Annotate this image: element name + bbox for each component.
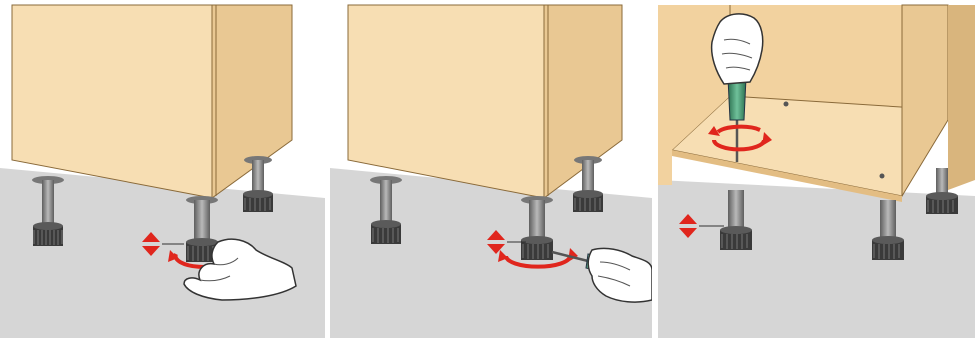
cabinet-right-edge <box>948 5 975 190</box>
cabinet-leg-front <box>521 196 553 260</box>
height-adjust-arrow-icon <box>679 214 724 238</box>
hand-icon <box>587 247 652 303</box>
step-2-panel <box>330 0 652 338</box>
cabinet-leg-front <box>186 196 218 262</box>
cabinet-leg <box>872 200 904 260</box>
rotation-arrow-icon <box>708 124 772 152</box>
cabinet-base-front <box>672 150 902 202</box>
cabinet-interior-back <box>730 5 948 120</box>
step-1-illustration <box>0 4 325 338</box>
step-3-illustration <box>658 4 975 338</box>
step-1-panel <box>0 0 325 338</box>
cabinet-leg <box>32 176 64 246</box>
cabinet-leg <box>370 176 402 244</box>
cabinet-leg <box>573 156 603 212</box>
cabinet-front <box>347 4 545 199</box>
cabinet-leg-front <box>720 190 752 250</box>
step-2-illustration <box>330 4 652 338</box>
cabinet-leg <box>926 168 958 214</box>
hand-icon <box>183 238 297 301</box>
hand-icon <box>710 13 764 85</box>
rotation-arrow-icon <box>498 248 578 269</box>
height-adjust-arrow-icon <box>487 230 526 254</box>
cabinet-leg <box>243 156 273 212</box>
height-adjust-arrow-icon <box>142 232 184 256</box>
floor <box>330 168 652 338</box>
cabinet-right-side <box>901 4 949 198</box>
cabinet-front <box>11 4 213 199</box>
step-3-panel <box>658 0 975 338</box>
